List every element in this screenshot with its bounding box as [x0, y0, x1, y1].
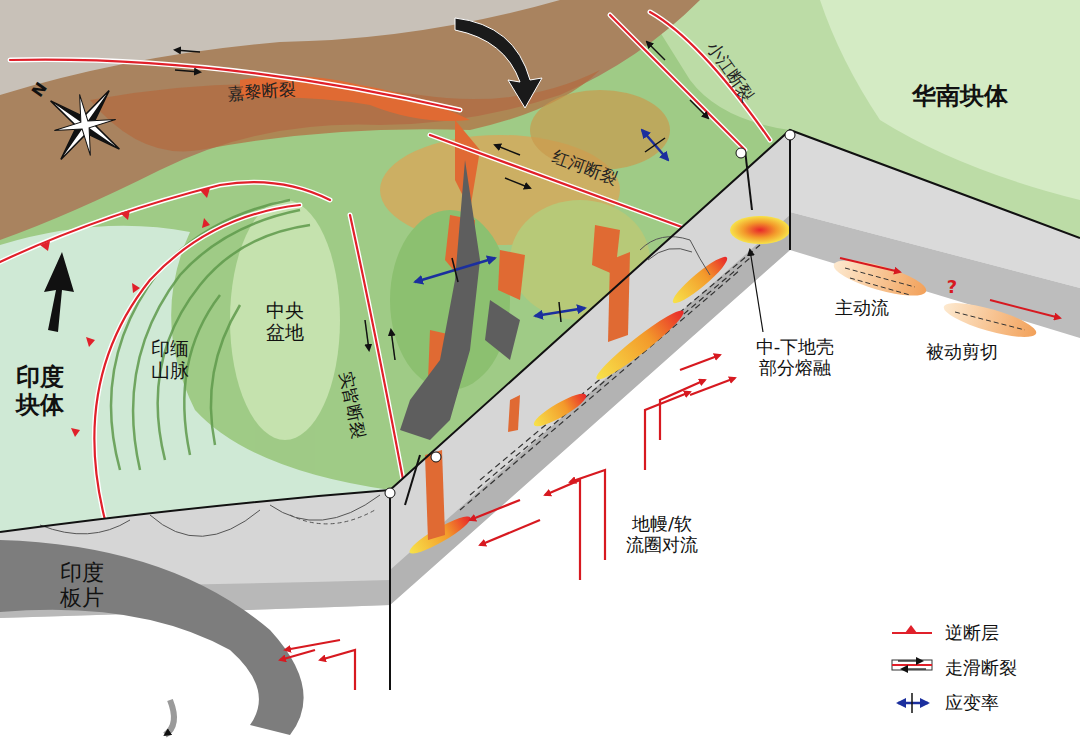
map-label: 印度 块体: [12, 364, 67, 419]
map-label: 红河断裂: [550, 147, 621, 189]
legend-label: 走滑断裂: [945, 658, 1017, 679]
map-label: 嘉黎断裂: [227, 80, 296, 104]
map-label: 印度 板片: [56, 560, 109, 611]
map-label: ?: [947, 277, 957, 298]
map-label: 印缅 山脉: [148, 338, 192, 382]
legend-samples: [892, 625, 932, 713]
map-label: 地幔/软 流圈对流: [622, 514, 701, 555]
map-label: 中央 盆地: [263, 300, 307, 344]
compass-rose: [27, 67, 144, 184]
map-label: 华南块体: [912, 83, 1008, 111]
map-label: N: [29, 79, 52, 101]
map-label: 小江断裂: [702, 39, 757, 106]
map-label: 主动流: [835, 298, 889, 319]
cross-section: [0, 130, 1080, 735]
legend-label: 应变率: [945, 693, 999, 714]
map-label: 中-下地壳 部分熔融: [748, 337, 842, 378]
legend-label: 逆断层: [945, 623, 999, 644]
map-label: 实皆断裂: [335, 370, 368, 441]
map-label: 被动剪切: [926, 342, 998, 363]
rotation-arrow: [455, 18, 542, 108]
motion-arrow: [44, 252, 74, 332]
